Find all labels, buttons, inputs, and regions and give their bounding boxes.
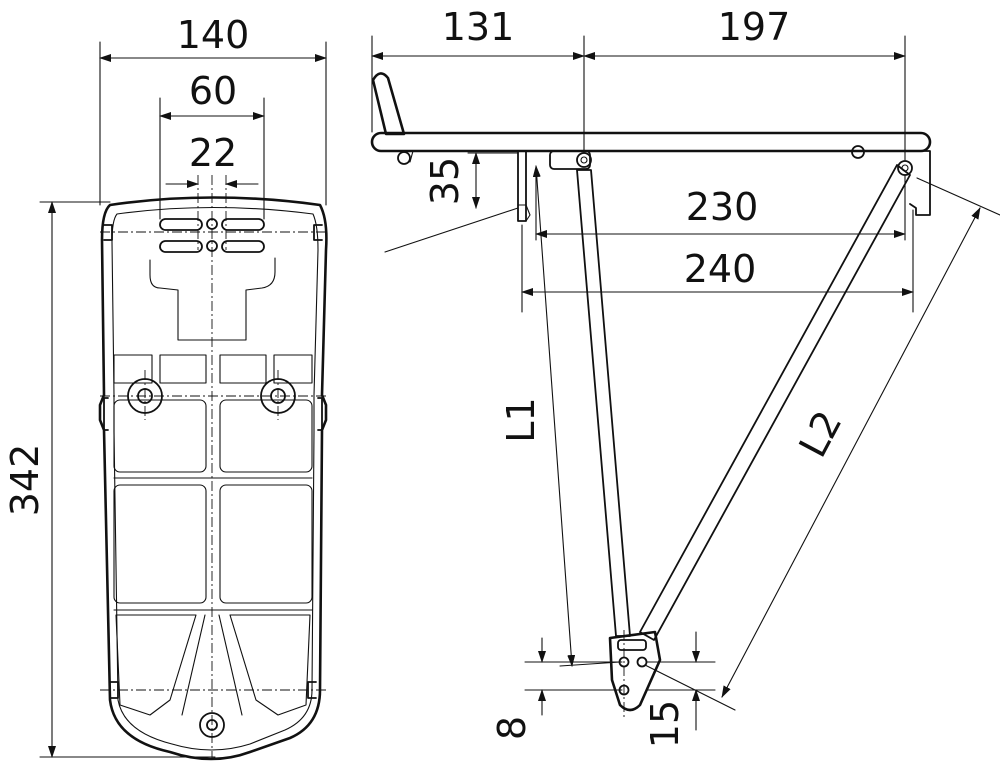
mount-eye-right-inner [270,388,286,404]
rack-inner-outline [111,206,319,751]
side-view: 131 197 35 230 240 L1 L2 8 [370,5,1000,748]
mount-eye-left-outer [127,378,163,414]
strut-l2 [639,164,911,641]
dim-label-8: 8 [490,716,534,740]
dim-label-131: 131 [442,5,515,49]
strut-label-l1: L1 [499,397,543,442]
dim-label-15: 15 [643,700,687,748]
front-plate [149,257,276,341]
slot-right-top [221,218,265,231]
dim-label-35: 35 [423,157,467,205]
rack-outline [98,196,328,761]
dim-label-140: 140 [177,13,250,57]
front-rail [371,72,406,136]
dim-label-197: 197 [718,5,791,49]
rear-hole-inner [206,719,218,731]
slot-left-top [159,218,203,231]
mount-eye-right-outer [260,378,296,414]
rack-platform [370,131,932,153]
slot-left-bottom [159,240,203,253]
rack-cells [113,354,313,716]
dim-label-240: 240 [684,247,757,291]
dim-label-60: 60 [189,69,237,113]
strut-label-l2: L2 [790,404,850,465]
dim-label-22: 22 [189,131,237,175]
strut-l1 [576,169,631,637]
slot-right-bottom [221,240,265,253]
top-view: 140 60 22 342 [3,13,328,761]
mount-plate [608,630,662,712]
front-bracket [517,150,527,222]
rear-hole-outer [199,712,225,738]
dim-label-342: 342 [3,444,47,517]
dim-label-230: 230 [686,185,759,229]
mount-eye-left-inner [137,388,153,404]
